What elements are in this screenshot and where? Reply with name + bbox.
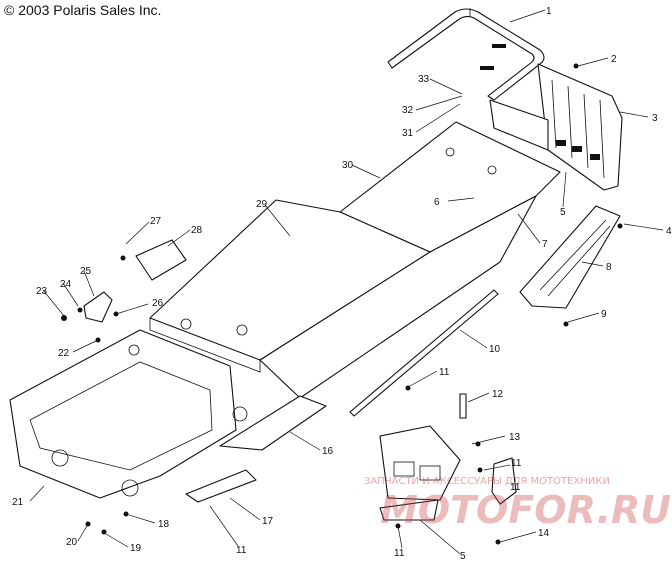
callout-8: 8 — [606, 262, 612, 273]
callout-27: 27 — [150, 216, 162, 227]
callout-25: 25 — [80, 266, 92, 277]
watermark-tagline: ЗАПЧАСТИ И АКСЕССУАРЫ ДЛЯ МОТОТЕХНИКИ — [364, 476, 610, 487]
rear-bumper-bar — [387, 8, 545, 101]
callout-labels: 1 2 3 4 5 6 7 8 9 10 11 12 13 11 14 16 1… — [12, 6, 672, 562]
callout-11-side: 11 — [510, 482, 521, 493]
callout-2: 2 — [611, 54, 617, 65]
callout-11-lower: 11 — [394, 548, 405, 559]
callout-33: 33 — [418, 74, 430, 85]
watermark-logo: MOTOFOR.RU — [380, 488, 672, 532]
callout-9: 9 — [601, 309, 607, 320]
callout-14: 14 — [538, 528, 550, 539]
callout-19: 19 — [130, 543, 142, 554]
callout-32: 32 — [402, 105, 414, 116]
callout-16: 16 — [322, 446, 334, 457]
callout-5-lower: 5 — [460, 551, 466, 562]
callout-13: 13 — [509, 432, 521, 443]
callout-1: 1 — [546, 6, 552, 17]
callout-7: 7 — [542, 239, 548, 250]
callout-29: 29 — [256, 199, 268, 210]
callout-18: 18 — [158, 519, 170, 530]
callout-24: 24 — [60, 279, 72, 290]
bracket-28 — [135, 239, 187, 281]
front-bulkhead — [9, 329, 248, 499]
callout-23: 23 — [36, 286, 48, 297]
callout-3: 3 — [652, 113, 658, 124]
callout-22: 22 — [58, 348, 70, 359]
flap-backing-plate — [489, 99, 549, 151]
clip-12 — [459, 393, 467, 419]
callout-17: 17 — [262, 516, 274, 527]
side-plate — [185, 469, 257, 503]
callout-28: 28 — [191, 225, 203, 236]
running-board-trim — [349, 289, 499, 417]
running-board — [519, 205, 621, 309]
callout-11-trim: 11 — [439, 367, 450, 378]
callout-11-bracket: 11 — [511, 458, 522, 469]
side-bracket-14 — [491, 457, 517, 505]
callout-26: 26 — [152, 298, 164, 309]
callout-30: 30 — [342, 160, 354, 171]
callout-5-flap: 5 — [560, 207, 566, 218]
main-tunnel — [149, 195, 537, 399]
callout-31: 31 — [402, 128, 414, 139]
copyright-notice: © 2003 Polaris Sales Inc. — [4, 2, 162, 18]
callout-11-plate: 11 — [236, 545, 247, 556]
callout-4: 4 — [666, 226, 672, 237]
snow-flap — [537, 63, 623, 191]
bracket-25 — [83, 291, 113, 323]
leader-lines — [29, 9, 664, 555]
belly-pan — [219, 395, 327, 451]
callout-20: 20 — [66, 537, 78, 548]
callout-6: 6 — [434, 197, 440, 208]
steering-bracket — [379, 425, 461, 521]
callout-12: 12 — [492, 389, 504, 400]
callout-21: 21 — [12, 497, 24, 508]
fasteners — [61, 63, 623, 545]
callout-10: 10 — [489, 344, 501, 355]
